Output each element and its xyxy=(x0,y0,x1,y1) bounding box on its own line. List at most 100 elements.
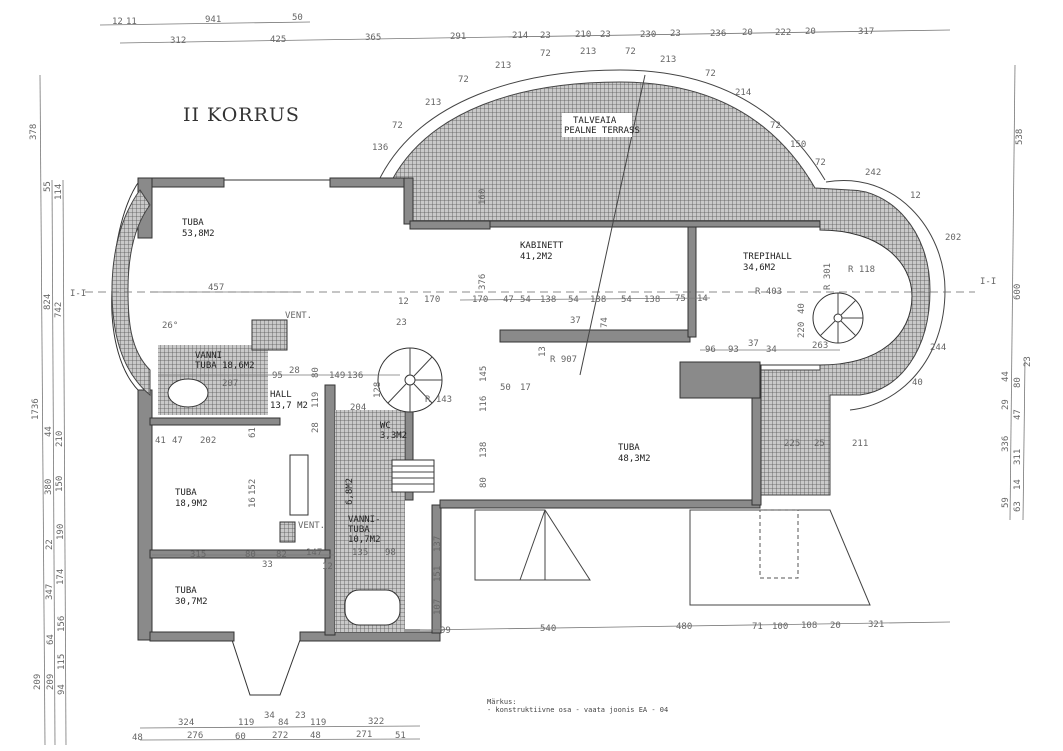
east-railing xyxy=(825,180,946,411)
svg-text:20: 20 xyxy=(830,621,841,631)
terrace-area xyxy=(391,81,931,496)
svg-text:72: 72 xyxy=(540,49,551,59)
svg-text:115: 115 xyxy=(57,654,67,670)
svg-text:1736: 1736 xyxy=(31,398,41,420)
svg-text:61: 61 xyxy=(248,427,258,438)
svg-text:13: 13 xyxy=(538,346,548,357)
svg-text:263: 263 xyxy=(812,341,828,351)
svg-text:HALL: HALL xyxy=(270,390,292,400)
svg-text:TREPIHALL: TREPIHALL xyxy=(743,252,792,262)
svg-text:119: 119 xyxy=(238,718,254,728)
svg-text:321: 321 xyxy=(868,620,884,630)
svg-text:41,2M2: 41,2M2 xyxy=(520,252,553,262)
svg-text:47: 47 xyxy=(172,436,183,446)
svg-text:236: 236 xyxy=(710,29,726,39)
svg-text:TUBA: TUBA xyxy=(182,218,204,228)
svg-text:34: 34 xyxy=(264,711,275,721)
svg-text:34: 34 xyxy=(766,345,777,355)
svg-text:71: 71 xyxy=(752,622,763,632)
svg-text:59: 59 xyxy=(1001,497,1011,508)
svg-text:244: 244 xyxy=(930,343,946,353)
walls xyxy=(137,177,821,642)
svg-text:23: 23 xyxy=(1023,356,1033,367)
svg-text:R 301: R 301 xyxy=(823,263,833,290)
svg-text:64: 64 xyxy=(46,634,56,645)
svg-text:138: 138 xyxy=(590,295,606,305)
straight-stair xyxy=(391,459,435,493)
svg-text:457: 457 xyxy=(208,283,224,293)
svg-text:230: 230 xyxy=(640,30,656,40)
svg-text:137: 137 xyxy=(433,536,443,552)
svg-text:VENT.: VENT. xyxy=(298,521,325,531)
svg-text:116: 116 xyxy=(479,396,489,412)
svg-text:312: 312 xyxy=(170,36,186,46)
svg-text:20: 20 xyxy=(742,28,753,38)
svg-text:63: 63 xyxy=(1013,501,1023,512)
svg-text:941: 941 xyxy=(205,15,221,25)
svg-text:12: 12 xyxy=(910,191,921,201)
svg-text:22: 22 xyxy=(45,539,55,550)
svg-text:14: 14 xyxy=(697,294,708,304)
svg-text:119: 119 xyxy=(310,718,326,728)
svg-text:108: 108 xyxy=(801,621,817,631)
svg-text:VENT.: VENT. xyxy=(285,311,312,321)
bathtub xyxy=(167,378,209,408)
svg-text:72: 72 xyxy=(705,69,716,79)
svg-text:135: 135 xyxy=(352,548,368,558)
svg-text:51: 51 xyxy=(395,731,406,741)
svg-text:3,3M2: 3,3M2 xyxy=(380,431,407,441)
svg-text:74: 74 xyxy=(600,317,610,328)
note-text: - konstruktiivne osa - vaata joonis EA -… xyxy=(487,706,668,714)
svg-text:44: 44 xyxy=(44,426,54,437)
svg-text:VANNI: VANNI xyxy=(195,351,222,361)
svg-text:60: 60 xyxy=(235,732,246,742)
svg-text:600: 600 xyxy=(1013,284,1023,300)
svg-text:99: 99 xyxy=(440,626,451,636)
section-mark-left: I-I xyxy=(70,289,86,299)
room-labels: TUBA 53,8M2 TALVEAIA PEALNE TERRASS KABI… xyxy=(175,113,875,607)
svg-text:271: 271 xyxy=(356,730,372,740)
svg-text:80: 80 xyxy=(1013,377,1023,388)
chimney xyxy=(289,454,309,516)
svg-text:44: 44 xyxy=(1001,371,1011,382)
svg-text:149: 149 xyxy=(329,371,345,381)
section-mark-right: I-I xyxy=(980,277,996,287)
svg-text:53,8M2: 53,8M2 xyxy=(182,229,215,239)
svg-text:128: 128 xyxy=(373,382,383,398)
svg-text:11: 11 xyxy=(126,17,137,27)
floor-title: II KORRUS xyxy=(183,104,300,126)
svg-text:100: 100 xyxy=(772,622,788,632)
svg-text:376: 376 xyxy=(478,274,488,290)
svg-text:276: 276 xyxy=(187,731,203,741)
svg-text:47: 47 xyxy=(503,295,514,305)
svg-text:98: 98 xyxy=(385,548,396,558)
svg-text:40: 40 xyxy=(797,303,807,314)
svg-text:365: 365 xyxy=(365,33,381,43)
svg-text:16: 16 xyxy=(248,497,258,508)
svg-text:33: 33 xyxy=(262,560,273,570)
svg-text:TUBA: TUBA xyxy=(175,586,197,596)
svg-text:160: 160 xyxy=(478,189,488,205)
note-heading: Märkus: xyxy=(487,698,517,706)
svg-text:17: 17 xyxy=(520,383,531,393)
svg-text:242: 242 xyxy=(865,168,881,178)
svg-text:190: 190 xyxy=(56,524,66,540)
svg-text:210: 210 xyxy=(55,431,65,447)
svg-text:72: 72 xyxy=(392,121,403,131)
svg-text:538: 538 xyxy=(1015,129,1025,145)
svg-text:14: 14 xyxy=(1013,479,1023,490)
svg-text:20: 20 xyxy=(805,27,816,37)
svg-text:170: 170 xyxy=(424,295,440,305)
svg-text:23: 23 xyxy=(600,30,611,40)
svg-text:40: 40 xyxy=(912,378,923,388)
svg-text:147: 147 xyxy=(306,548,322,558)
svg-text:136: 136 xyxy=(347,371,363,381)
svg-text:72: 72 xyxy=(815,158,826,168)
svg-text:207: 207 xyxy=(222,379,238,389)
svg-text:37: 37 xyxy=(570,316,581,326)
svg-text:54: 54 xyxy=(520,295,531,305)
svg-text:311: 311 xyxy=(1013,449,1023,465)
svg-text:72: 72 xyxy=(625,47,636,57)
terrace-railing xyxy=(379,69,826,181)
svg-text:322: 322 xyxy=(368,717,384,727)
